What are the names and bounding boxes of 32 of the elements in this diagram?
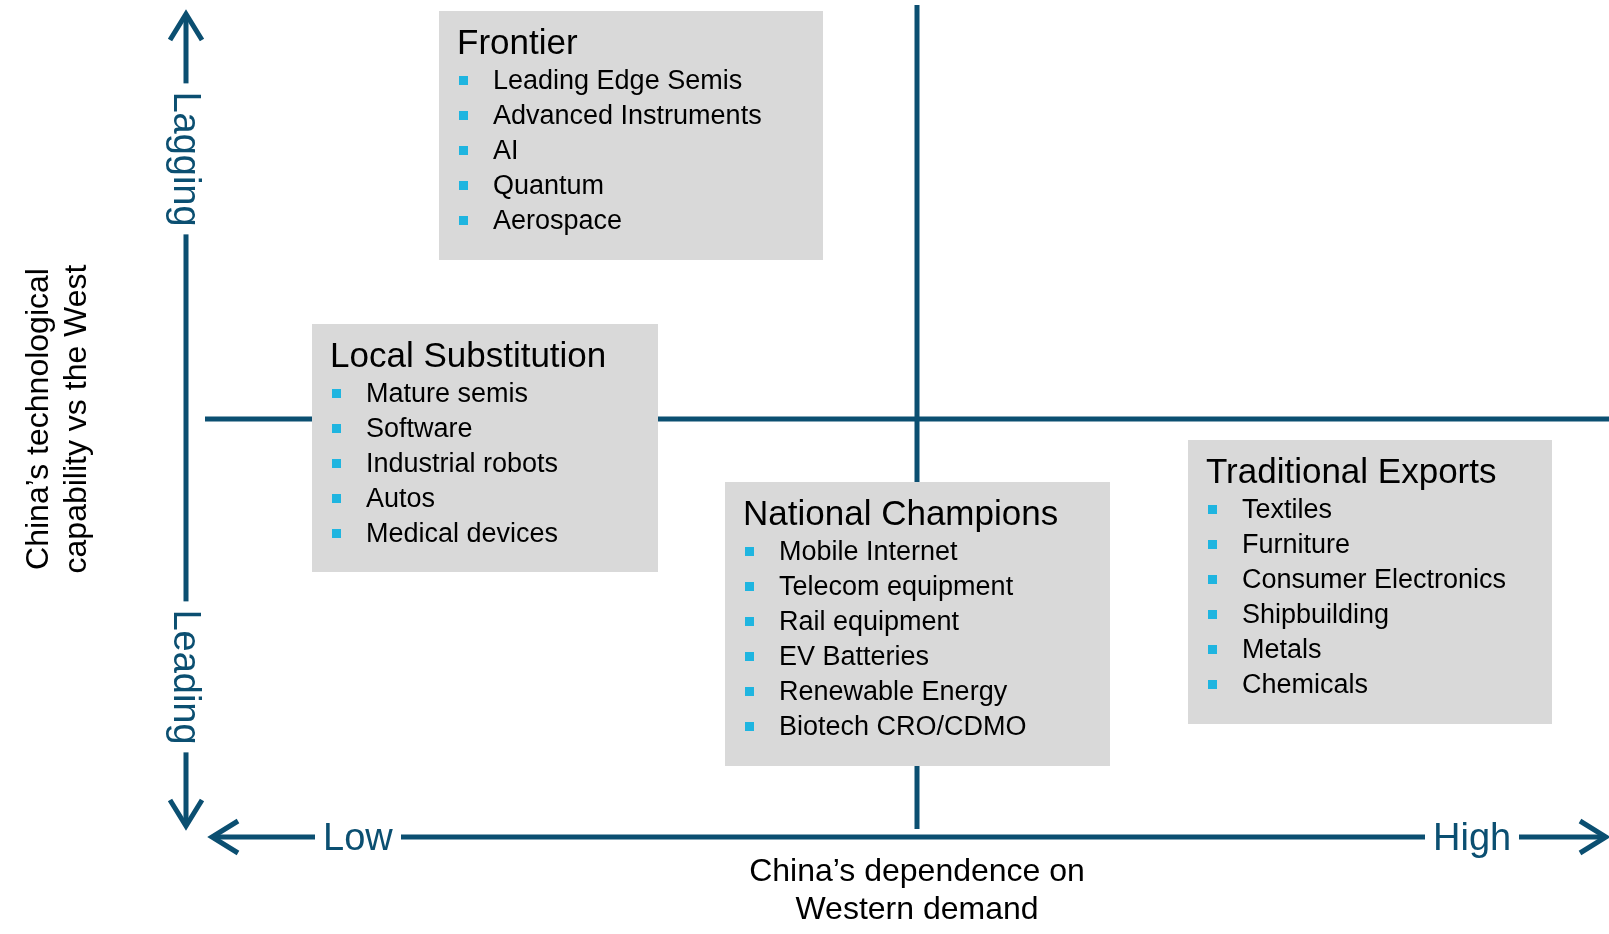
list-item: Software bbox=[330, 411, 640, 446]
category-heading: National Champions bbox=[743, 492, 1060, 534]
list-item: Shipbuilding bbox=[1206, 597, 1534, 632]
list-item: Consumer Electronics bbox=[1206, 562, 1534, 597]
list-item: Renewable Energy bbox=[743, 674, 1092, 709]
list-item: Telecom equipment bbox=[743, 569, 1092, 604]
list-item: Rail equipment bbox=[743, 604, 1092, 639]
list-item: Industrial robots bbox=[330, 446, 640, 481]
axis-title: China’s technological capability vs the West bbox=[18, 263, 94, 576]
list-item: AI bbox=[457, 133, 805, 168]
list-item: EV Batteries bbox=[743, 639, 1092, 674]
category-box bbox=[439, 11, 823, 260]
list-item: Textiles bbox=[1206, 492, 1534, 527]
list-item: Chemicals bbox=[1206, 667, 1534, 702]
list-item: Advanced Instruments bbox=[457, 98, 805, 133]
list-item: Furniture bbox=[1206, 527, 1534, 562]
category-box bbox=[312, 324, 658, 572]
list-item: Aerospace bbox=[457, 203, 805, 238]
axis-title: China’s dependence on Western demand bbox=[748, 851, 1086, 927]
list-item: Leading Edge Semis bbox=[457, 63, 805, 98]
category-heading: Traditional Exports bbox=[1206, 450, 1498, 492]
category-box bbox=[1188, 440, 1552, 724]
list-item: Biotech CRO/CDMO bbox=[743, 709, 1092, 744]
list-item: Autos bbox=[330, 481, 640, 516]
list-item: Medical devices bbox=[330, 516, 640, 551]
category-heading: Local Substitution bbox=[330, 334, 608, 376]
category-heading: Frontier bbox=[457, 21, 579, 63]
category-box bbox=[725, 482, 1110, 766]
list-item: Mature semis bbox=[330, 376, 640, 411]
list-item: Metals bbox=[1206, 632, 1534, 667]
list-item: Mobile Internet bbox=[743, 534, 1092, 569]
list-item: Quantum bbox=[457, 168, 805, 203]
